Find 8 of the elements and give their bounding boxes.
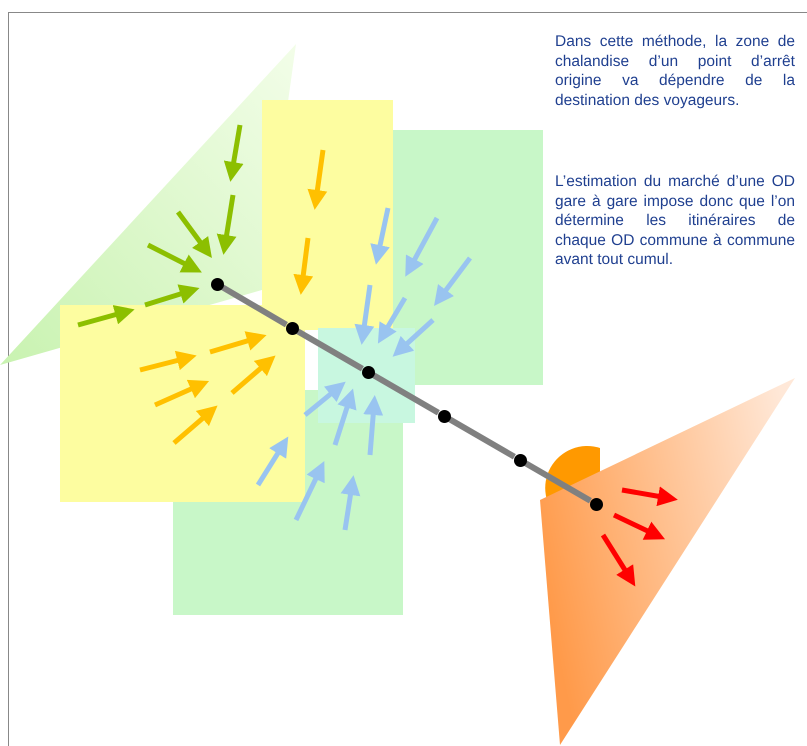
transit-line bbox=[448, 416, 516, 460]
stop-dot bbox=[514, 454, 526, 466]
transit-line bbox=[296, 328, 364, 372]
stop-dot bbox=[438, 410, 450, 422]
transit-line bbox=[372, 372, 440, 416]
note-paragraph: L’estimation du marché d’une OD gare à gare impose donc que l’on détermine les itinéraires de chaque OD commune à commune avant tout cumul. bbox=[555, 172, 795, 270]
note-paragraph: Dans cette méthode, la zone de chalandise d’un point d’arrêt origine va dépendre de la destination des voyageurs. bbox=[555, 32, 795, 110]
transit-line bbox=[221, 284, 288, 328]
